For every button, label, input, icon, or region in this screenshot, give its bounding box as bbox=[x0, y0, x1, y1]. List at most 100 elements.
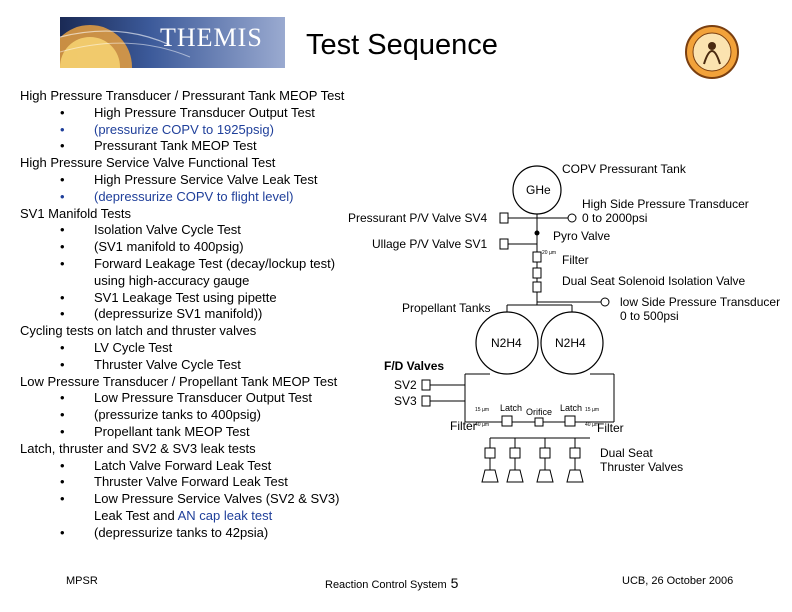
filter-label: Filter bbox=[562, 253, 589, 267]
bullet-icon: • bbox=[60, 390, 65, 406]
bullet-icon: • bbox=[60, 423, 65, 439]
bullet-icon: • bbox=[60, 339, 65, 355]
svg-text:40 µm: 40 µm bbox=[475, 422, 489, 428]
latch-valve-right-icon bbox=[564, 415, 576, 427]
bullet-icon: • bbox=[60, 171, 65, 187]
pyro-valve-icon bbox=[534, 230, 540, 236]
latch-left-label: Latch bbox=[500, 403, 522, 413]
pressurant-valve-label: Pressurant P/V Valve SV4 bbox=[348, 211, 488, 225]
outline-item: • Low Pressure Transducer Output Test bbox=[20, 390, 350, 407]
outline-item-text: Isolation Valve Cycle Test bbox=[94, 222, 241, 238]
bullet-icon: • bbox=[60, 239, 65, 255]
themis-mission-badge-icon bbox=[685, 25, 739, 79]
filter-icon bbox=[532, 251, 542, 263]
footer-left: MPSR bbox=[66, 575, 98, 587]
outline-item-text: Low Pressure Service Valves (SV2 & SV3) … bbox=[94, 491, 340, 523]
iso-valve-label: Dual Seat Solenoid Isolation Valve bbox=[562, 274, 746, 288]
outline-item: • High Pressure Transducer Output Test bbox=[20, 105, 350, 122]
outline-item: • Forward Leakage Test (decay/lockup test… bbox=[20, 256, 350, 290]
svg-text:15 µm: 15 µm bbox=[475, 407, 489, 413]
latch-valve-left-icon bbox=[501, 415, 513, 427]
ghe-label: GHe bbox=[526, 183, 551, 197]
filter-right-label: Filter bbox=[597, 421, 624, 435]
lpt-range: 0 to 500psi bbox=[620, 309, 679, 323]
outline-section-3: Cycling tests on latch and thruster valv… bbox=[20, 323, 257, 339]
propellant-tank-right bbox=[540, 311, 604, 375]
bullet-icon: • bbox=[60, 457, 65, 473]
bullet-icon: • bbox=[60, 491, 65, 507]
outline-item-text: Pressurant Tank MEOP Test bbox=[94, 138, 257, 154]
thruster-label-2: Thruster Valves bbox=[600, 460, 683, 474]
bullet-icon: • bbox=[60, 356, 65, 372]
outline-item-text: SV1 Leakage Test using pipette bbox=[94, 289, 277, 305]
bullet-icon: • bbox=[60, 255, 65, 271]
bullet-icon: • bbox=[60, 188, 65, 204]
orifice-icon bbox=[534, 417, 544, 427]
copv-label: COPV Pressurant Tank bbox=[562, 162, 687, 176]
logo-text: THEMIS bbox=[160, 23, 263, 52]
outline-item: • (pressurize COPV to 1925psig) bbox=[20, 122, 350, 139]
outline-item: •Thruster Valve Cycle Test bbox=[20, 357, 350, 374]
tank-right-label: N2H4 bbox=[555, 336, 586, 350]
test-sequence-outline: High Pressure Transducer / Pressurant Ta… bbox=[20, 88, 350, 542]
themis-logo: THEMIS bbox=[60, 17, 285, 68]
outline-section-5: Latch, thruster and SV2 & SV3 leak tests bbox=[20, 440, 256, 456]
outline-item-text: (pressurize COPV to 1925psig) bbox=[94, 121, 274, 137]
pressurant-valve-icon bbox=[499, 212, 509, 224]
outline-item: • Pressurant Tank MEOP Test bbox=[20, 138, 350, 155]
filter-left-label: Filter bbox=[450, 419, 477, 433]
outline-item-text: Propellant tank MEOP Test bbox=[94, 423, 250, 439]
outline-section-4: Low Pressure Transducer / Propellant Tan… bbox=[20, 373, 338, 389]
page-number: 5 bbox=[450, 575, 459, 591]
outline-section-2: SV1 Manifold Tests bbox=[20, 205, 132, 221]
thruster-label-1: Dual Seat bbox=[600, 446, 653, 460]
outline-item-highlight: AN cap leak test bbox=[177, 507, 273, 523]
outline-item: •(depressurize SV1 manifold)) bbox=[20, 306, 350, 323]
sv3-valve-icon bbox=[421, 395, 431, 407]
footer-section: Reaction Control System bbox=[325, 579, 447, 591]
sv2-label: SV2 bbox=[394, 378, 417, 392]
outline-item: • LV Cycle Test bbox=[20, 340, 350, 357]
bullet-icon: • bbox=[60, 474, 65, 490]
latch-right-label: Latch bbox=[560, 403, 582, 413]
footer-right: UCB, 26 October 2006 bbox=[622, 575, 734, 587]
propellant-tank-left bbox=[475, 311, 539, 375]
bullet-icon: • bbox=[60, 138, 65, 154]
ullage-valve-icon bbox=[499, 238, 509, 250]
thruster-valves bbox=[481, 438, 584, 483]
lpt-label: low Side Pressure Transducer bbox=[620, 295, 780, 309]
bullet-icon: • bbox=[60, 407, 65, 423]
hpt-range: 0 to 2000psi bbox=[582, 211, 647, 225]
outline-item-text: LV Cycle Test bbox=[94, 339, 173, 355]
outline-item: • (pressurize tanks to 400psig) bbox=[20, 407, 350, 424]
outline-section-1: High Pressure Service Valve Functional T… bbox=[20, 155, 276, 171]
sv2-valve-icon bbox=[421, 379, 431, 391]
bullet-icon: • bbox=[60, 104, 65, 120]
svg-text:40 µm: 40 µm bbox=[585, 422, 599, 428]
outline-item-text: Forward Leakage Test (decay/lockup test)… bbox=[94, 255, 336, 288]
outline-item-text: (pressurize tanks to 400psig) bbox=[94, 407, 261, 423]
outline-section-0: High Pressure Transducer / Pressurant Ta… bbox=[20, 88, 345, 103]
bullet-icon: • bbox=[60, 289, 65, 305]
outline-item-text: Thruster Valve Forward Leak Test bbox=[94, 474, 288, 490]
outline-item: • Isolation Valve Cycle Test bbox=[20, 222, 350, 239]
ullage-valve-label: Ullage P/V Valve SV1 bbox=[372, 237, 487, 251]
outline-item-text: (depressurize tanks to 42psia) bbox=[94, 524, 269, 540]
outline-item-text: High Pressure Transducer Output Test bbox=[94, 104, 315, 120]
fd-valves-label: F/D Valves bbox=[384, 359, 444, 373]
page-title: Test Sequence bbox=[306, 29, 498, 61]
outline-item: •High Pressure Service Valve Leak Test bbox=[20, 172, 350, 189]
outline-item: •Latch Valve Forward Leak Test bbox=[20, 458, 350, 475]
sv3-label: SV3 bbox=[394, 394, 417, 408]
bullet-icon: • bbox=[60, 222, 65, 238]
high-pressure-transducer-icon bbox=[567, 213, 577, 223]
bullet-icon: • bbox=[60, 121, 65, 137]
bullet-icon: • bbox=[60, 524, 65, 540]
pyro-valve-label: Pyro Valve bbox=[553, 229, 610, 243]
outline-item: • (depressurize tanks to 42psia) bbox=[20, 525, 350, 542]
outline-item-text: Low Pressure Transducer Output Test bbox=[94, 390, 312, 406]
propellant-tanks-label: Propellant Tanks bbox=[402, 301, 491, 315]
tank-left-label: N2H4 bbox=[491, 336, 522, 350]
low-pressure-transducer-icon bbox=[600, 297, 610, 307]
